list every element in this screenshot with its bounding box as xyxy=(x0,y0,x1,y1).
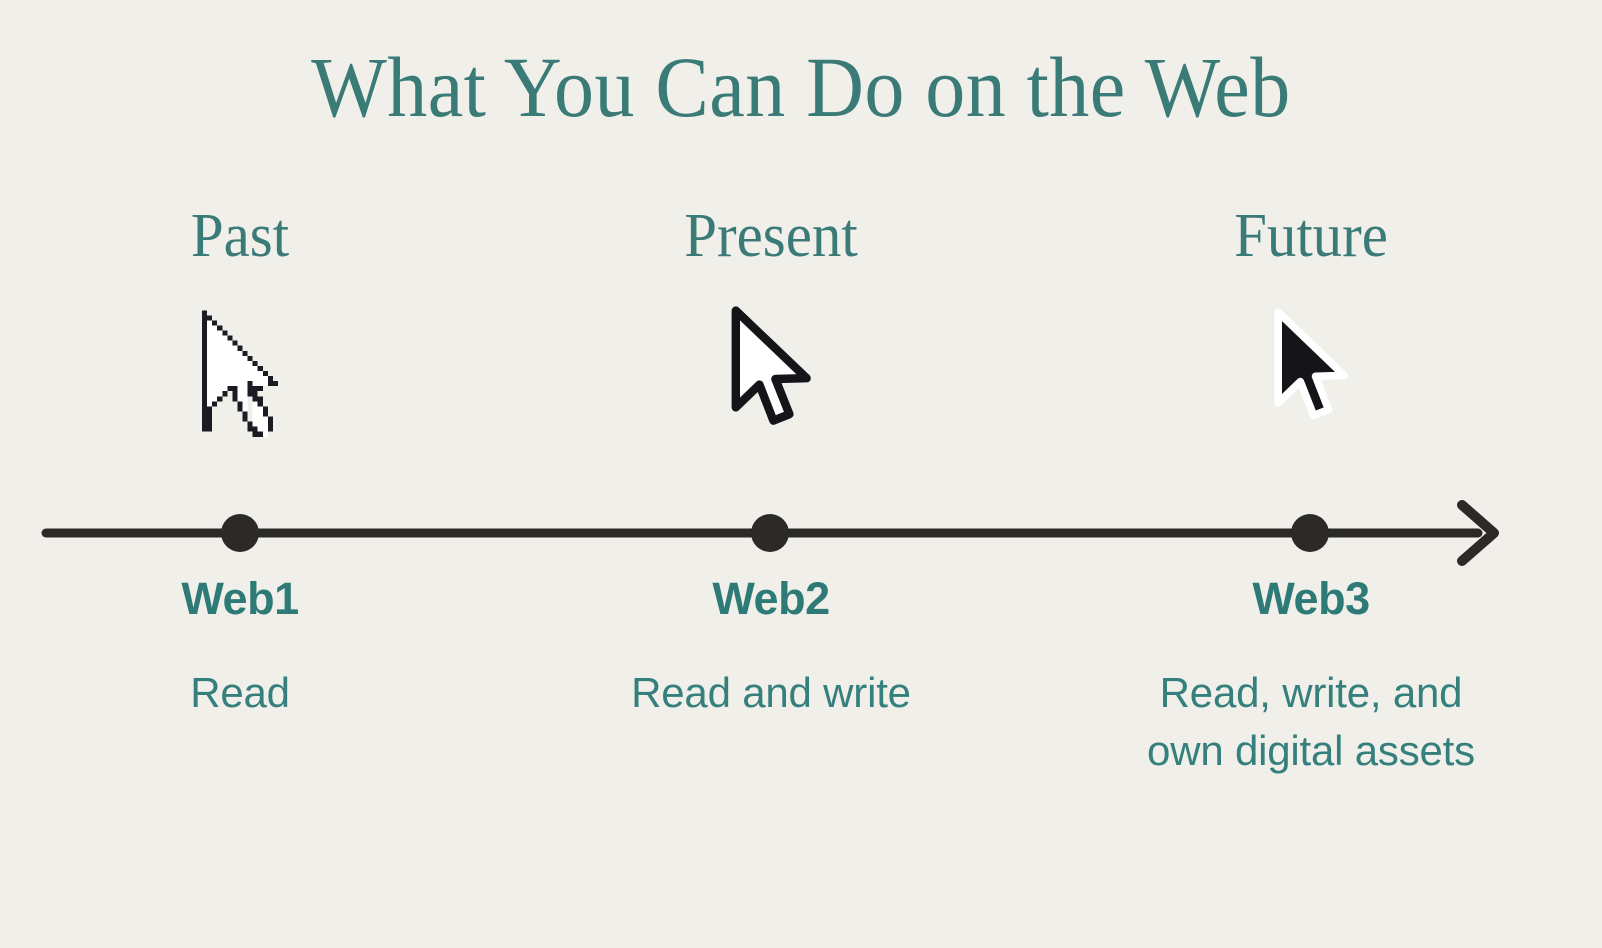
timeline-arrowhead xyxy=(1457,500,1499,566)
node-description-web2: Read and write xyxy=(631,669,911,716)
cursor-slot-web3 xyxy=(1051,305,1571,455)
era-label-future: Future xyxy=(1234,202,1388,270)
era-label-past: Past xyxy=(190,202,290,270)
cursor-slot-web2 xyxy=(511,305,1031,455)
cursor-slot-web1 xyxy=(0,305,500,455)
timeline-dot-web1 xyxy=(221,514,259,552)
node-description-web1: Read xyxy=(190,669,290,716)
timeline-dot-web3 xyxy=(1291,514,1329,552)
white-arrow-cursor-icon xyxy=(731,306,811,425)
node-label-web3: Web3 xyxy=(1252,573,1370,624)
timeline-dot-web2 xyxy=(751,514,789,552)
pixelated-arrow-cursor-icon xyxy=(202,310,278,437)
node-description-web3: Read, write, and own digital assets xyxy=(1147,669,1475,774)
node-label-web1: Web1 xyxy=(181,573,299,624)
black-arrow-cursor-icon xyxy=(1274,308,1349,420)
era-label-present: Present xyxy=(684,202,858,270)
node-label-web2: Web2 xyxy=(712,573,830,624)
page-title: What You Can Do on the Web xyxy=(311,39,1291,135)
